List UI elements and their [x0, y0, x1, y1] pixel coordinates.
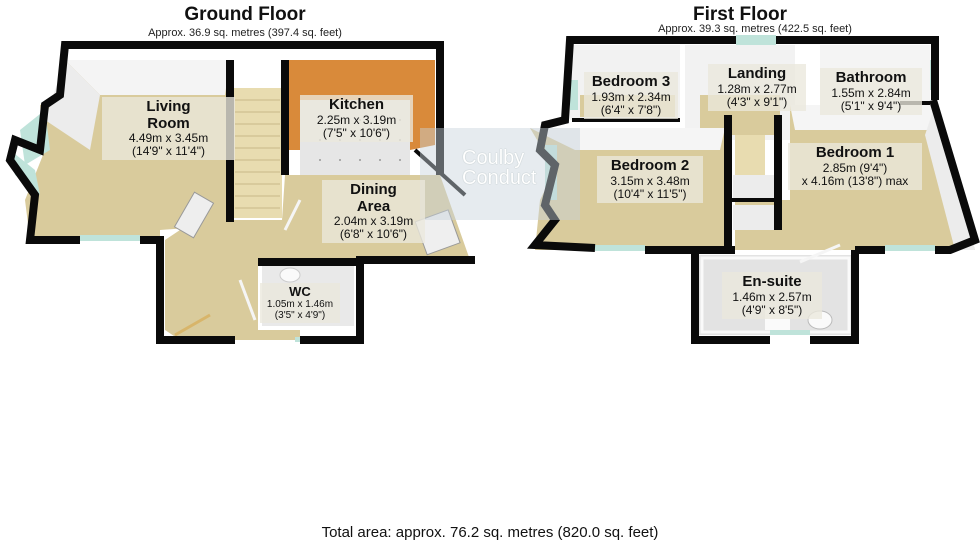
ground-floor-area: Approx. 36.9 sq. metres (397.4 sq. feet): [148, 27, 342, 39]
room-dims-imperial: (4'9" x 8'5"): [741, 302, 803, 317]
room-dims-metric: 3.15m x 3.48m: [610, 173, 690, 188]
room-dims-imperial: (10'4" x 11'5"): [613, 186, 687, 201]
room-name: Kitchen: [328, 96, 384, 113]
first-stairs: [735, 135, 765, 175]
room-label-bedroom-3: Bedroom 3 1.93m x 2.34m (6'4" x 7'8"): [584, 72, 678, 119]
room-name: Area: [356, 197, 391, 215]
kitchen-worktop: [285, 60, 435, 150]
room-name: WC: [289, 284, 311, 299]
watermark-panel: [420, 128, 580, 220]
ground-floor-title: Ground Floor: [184, 4, 306, 25]
room-dims-imperial: (7'5" x 10'6"): [322, 125, 391, 140]
room-label-dining-area: Dining Area 2.04m x 3.19m (6'8" x 10'6"): [322, 180, 425, 244]
room-label-en-suite: En-suite 1.46m x 2.57m (4'9" x 8'5"): [722, 272, 822, 319]
room-label-bedroom-1: Bedroom 1 2.85m (9'4") x 4.16m (13'8") m…: [788, 143, 922, 190]
room-dims-metric: 2.85m (9'4"): [822, 160, 888, 175]
room-dims-imperial: x 4.16m (13'8") max: [801, 173, 909, 188]
room-dims-imperial: (5'1" x 9'4"): [840, 98, 902, 113]
living-window: [80, 235, 140, 241]
total-area: Total area: approx. 76.2 sq. metres (820…: [321, 524, 659, 541]
room-name: Room: [147, 114, 190, 132]
ground-outer-wall: [5, 41, 444, 244]
room-name: Bathroom: [835, 69, 907, 86]
first-outer-wall: [526, 36, 736, 252]
room-dims-imperial: (6'4" x 7'8"): [600, 102, 662, 117]
room-label-landing: Landing 1.28m x 2.77m (4'3" x 9'1"): [708, 64, 806, 111]
watermark-logo: Coulby Conduct: [462, 148, 537, 188]
room-dims-imperial: (6'8" x 10'6"): [339, 227, 408, 242]
room-label-kitchen: Kitchen 2.25m x 3.19m (7'5" x 10'6"): [300, 95, 413, 142]
room-dims-metric: 1.93m x 2.34m: [591, 89, 671, 104]
room-name: Bedroom 3: [591, 73, 671, 90]
room-dims-metric: 1.46m x 2.57m: [732, 289, 812, 304]
room-dims-metric: 1.05m x 1.46m: [266, 299, 334, 311]
room-label-wc: WC 1.05m x 1.46m (3'5" x 4'9"): [260, 283, 340, 324]
watermark-line1: Coulby: [462, 147, 525, 169]
room-label-living-room: Living Room 4.49m x 3.45m (14'9" x 11'4"…: [102, 97, 235, 161]
room-dims-metric: 2.04m x 3.19m: [333, 214, 414, 228]
room-dims-imperial: (14'9" x 11'4"): [132, 144, 205, 159]
first-floor-area: Approx. 39.3 sq. metres (422.5 sq. feet): [658, 23, 852, 35]
room-dims-metric: 4.49m x 3.45m: [128, 131, 209, 145]
room-dims-metric: 1.55m x 2.84m: [831, 85, 911, 100]
room-dims-metric: 1.28m x 2.77m: [717, 81, 797, 96]
first-floor-title: First Floor: [693, 4, 787, 25]
watermark-line2: Conduct: [462, 167, 537, 189]
room-name: Bedroom 1: [815, 144, 895, 161]
room-name: Bedroom 2: [610, 157, 690, 174]
room-dims-imperial: (3'5" x 4'9"): [274, 310, 326, 322]
room-name: Dining: [350, 181, 397, 198]
room-label-bedroom-2: Bedroom 2 3.15m x 3.48m (10'4" x 11'5"): [597, 156, 703, 203]
room-dims-imperial: (4'3" x 9'1"): [726, 94, 788, 109]
room-name: Living: [146, 98, 191, 115]
room-label-bathroom: Bathroom 1.55m x 2.84m (5'1" x 9'4"): [820, 68, 922, 115]
room-name: En-suite: [742, 273, 802, 290]
room-name: Landing: [727, 65, 787, 82]
room-dims-metric: 2.25m x 3.19m: [316, 112, 397, 127]
